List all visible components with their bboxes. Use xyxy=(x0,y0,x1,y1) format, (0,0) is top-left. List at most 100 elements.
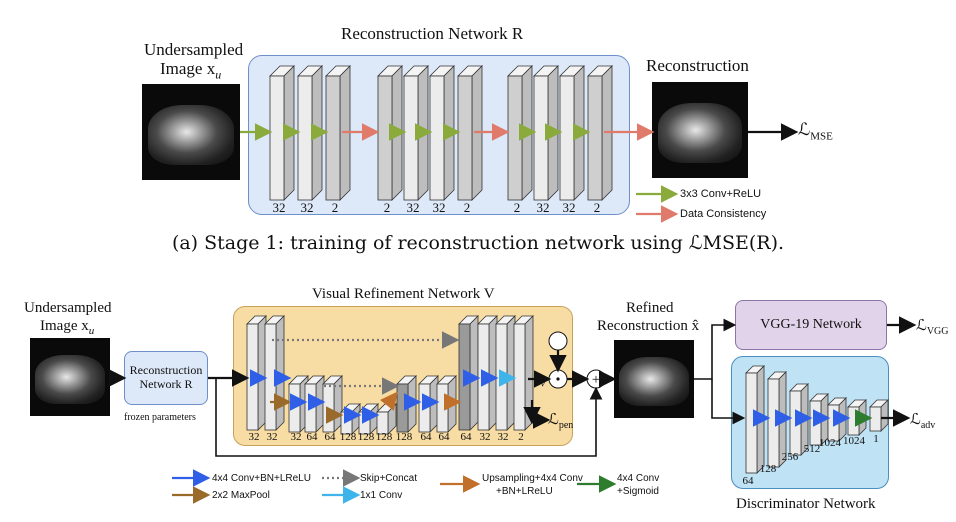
to-disc-arrow xyxy=(711,379,746,425)
stage2-input-title: Undersampled xyxy=(24,300,112,316)
to-vgg-arrow xyxy=(694,318,737,380)
stage1-layer-9 xyxy=(559,75,575,201)
vrn-layer-1-side xyxy=(275,315,285,431)
vrn-layer-label-7: 128 xyxy=(376,431,393,443)
vrn-layer-label-14: 2 xyxy=(518,431,524,443)
vrn-layer-11-side xyxy=(469,315,479,431)
discriminator-title: Discriminator Network xyxy=(736,496,876,512)
stage1-layer-label-7: 2 xyxy=(514,200,521,215)
disc-layer-label-0: 64 xyxy=(743,475,755,487)
legend-conv-bn-label: 4x4 Conv+BN+LReLU xyxy=(212,473,311,484)
stage1-input-image-text: Image x xyxy=(160,59,216,78)
stage2-undersampled-image xyxy=(30,338,110,416)
legend-upsample-label-2: +BN+LReLU xyxy=(496,486,553,497)
stage1-input-title: Undersampled xyxy=(144,40,244,59)
disc-layer-2 xyxy=(789,390,802,456)
refined-title-line2: Reconstruction x̂ xyxy=(597,318,700,334)
vrn-layer-label-12: 32 xyxy=(480,431,491,443)
stage1-layer-label-2: 2 xyxy=(332,200,339,215)
recon-box-line1: Reconstruction xyxy=(129,363,203,378)
stage1-layer-7 xyxy=(507,75,523,201)
undersampled-image xyxy=(142,84,240,180)
stage1-layer-6 xyxy=(457,75,473,201)
legend-sigmoid-label-2: +Sigmoid xyxy=(617,486,659,497)
stage1-layer-label-3: 2 xyxy=(384,200,391,215)
adv-loss-sub: adv xyxy=(920,420,936,431)
vrn-layer-8 xyxy=(396,383,409,433)
residual-connection xyxy=(215,378,603,457)
vrn-layer-4 xyxy=(322,383,335,433)
pen-loss-sub: pen xyxy=(558,420,574,431)
vrn-layer-label-6: 128 xyxy=(358,431,375,443)
stage2-input-image-label: Image xu xyxy=(40,318,94,338)
lambda-node xyxy=(548,331,568,351)
vrn-layer-3 xyxy=(304,383,317,433)
disc-layer-label-6: 1 xyxy=(873,433,879,445)
pen-loss: ℒpen xyxy=(548,412,573,432)
legend-upsample-label-1: Upsampling+4x4 Conv xyxy=(482,473,583,484)
vrn-layer-13 xyxy=(495,323,508,431)
vgg-network-label: VGG-19 Network xyxy=(760,316,862,332)
stage1-input-image-label: Image xu xyxy=(160,59,221,82)
stage1-layer-10 xyxy=(587,75,603,201)
vrn-layer-14 xyxy=(513,323,526,431)
disc-layer-label-1: 128 xyxy=(760,463,777,475)
disc-layer-4 xyxy=(827,404,840,442)
vrn-up-1 xyxy=(379,391,398,411)
stage1-caption: (a) Stage 1: training of reconstruction … xyxy=(0,232,956,254)
vrn-layer-label-3: 64 xyxy=(307,431,319,443)
vrn-layer-label-9: 64 xyxy=(421,431,433,443)
vrn-layer-10 xyxy=(436,383,449,433)
stage1-layer-label-0: 32 xyxy=(273,200,286,215)
stage1-mse-loss: ℒMSE xyxy=(798,120,833,143)
frozen-reconstruction-box: Reconstruction Network R xyxy=(124,351,208,405)
recon-box-line2: Network R xyxy=(139,377,193,391)
stage1-layer-0 xyxy=(269,75,285,201)
vgg-loss-sub: VGG xyxy=(926,326,949,337)
vrn-layer-label-4: 64 xyxy=(325,431,337,443)
disc-layer-0-side xyxy=(756,365,765,474)
stage1-mse-loss-sub: MSE xyxy=(810,130,833,143)
legend-conv1x1-label: 1x1 Conv xyxy=(360,490,403,501)
stage1-mse-loss-symbol: ℒ xyxy=(798,120,811,139)
legend-sigmoid-label-1: 4x4 Conv xyxy=(617,473,660,484)
legend-data-consistency-label: Data Consistency xyxy=(680,208,767,220)
stage1-layer-2 xyxy=(325,75,341,201)
stage1-layer-label-5: 32 xyxy=(433,200,446,215)
multiply-dot xyxy=(556,377,560,381)
stage2-input-image-sub: u xyxy=(88,325,95,337)
stage1-input-image-sub: u xyxy=(215,67,222,82)
vrn-layer-2 xyxy=(288,383,301,433)
vrn-layer-label-2: 32 xyxy=(291,431,302,443)
refined-image xyxy=(614,340,694,418)
legend-skip-label: Skip+Concat xyxy=(360,473,417,484)
refined-title-line1: Refined xyxy=(626,300,674,316)
stage1-layer-label-8: 32 xyxy=(537,200,550,215)
vrn-layer-label-1: 32 xyxy=(267,431,278,443)
vgg-network-box: VGG-19 Network xyxy=(735,300,887,350)
vrn-layer-label-8: 128 xyxy=(396,431,413,443)
adv-loss-symbol: ℒ xyxy=(910,412,921,428)
stage1-layer-5 xyxy=(429,75,445,201)
stage2-input-image-text: Image x xyxy=(40,318,89,334)
legend-conv-relu-label: 3x3 Conv+ReLU xyxy=(680,188,762,200)
reconstruction-image xyxy=(652,82,748,178)
vrn-layer-label-10: 64 xyxy=(439,431,451,443)
stage1-layer-label-6: 2 xyxy=(464,200,471,215)
vrn-layer-label-13: 32 xyxy=(498,431,509,443)
stage1-output-title: Reconstruction xyxy=(646,56,749,75)
vrn-layer-1 xyxy=(264,323,277,431)
stage1-layer-3 xyxy=(377,75,393,201)
disc-layer-5 xyxy=(847,406,860,436)
vrn-layer-12 xyxy=(477,323,490,431)
vrn-layer-label-5: 128 xyxy=(340,431,357,443)
vrn-layer-11 xyxy=(458,323,471,431)
vrn-layer-0 xyxy=(246,323,259,431)
vrn-layer-8-side xyxy=(407,375,417,433)
stage1-layer-4 xyxy=(403,75,419,201)
stage1-layer-label-9: 32 xyxy=(563,200,576,215)
frozen-parameters-label: frozen parameters xyxy=(124,412,196,423)
stage1-layer-label-10: 2 xyxy=(594,200,601,215)
